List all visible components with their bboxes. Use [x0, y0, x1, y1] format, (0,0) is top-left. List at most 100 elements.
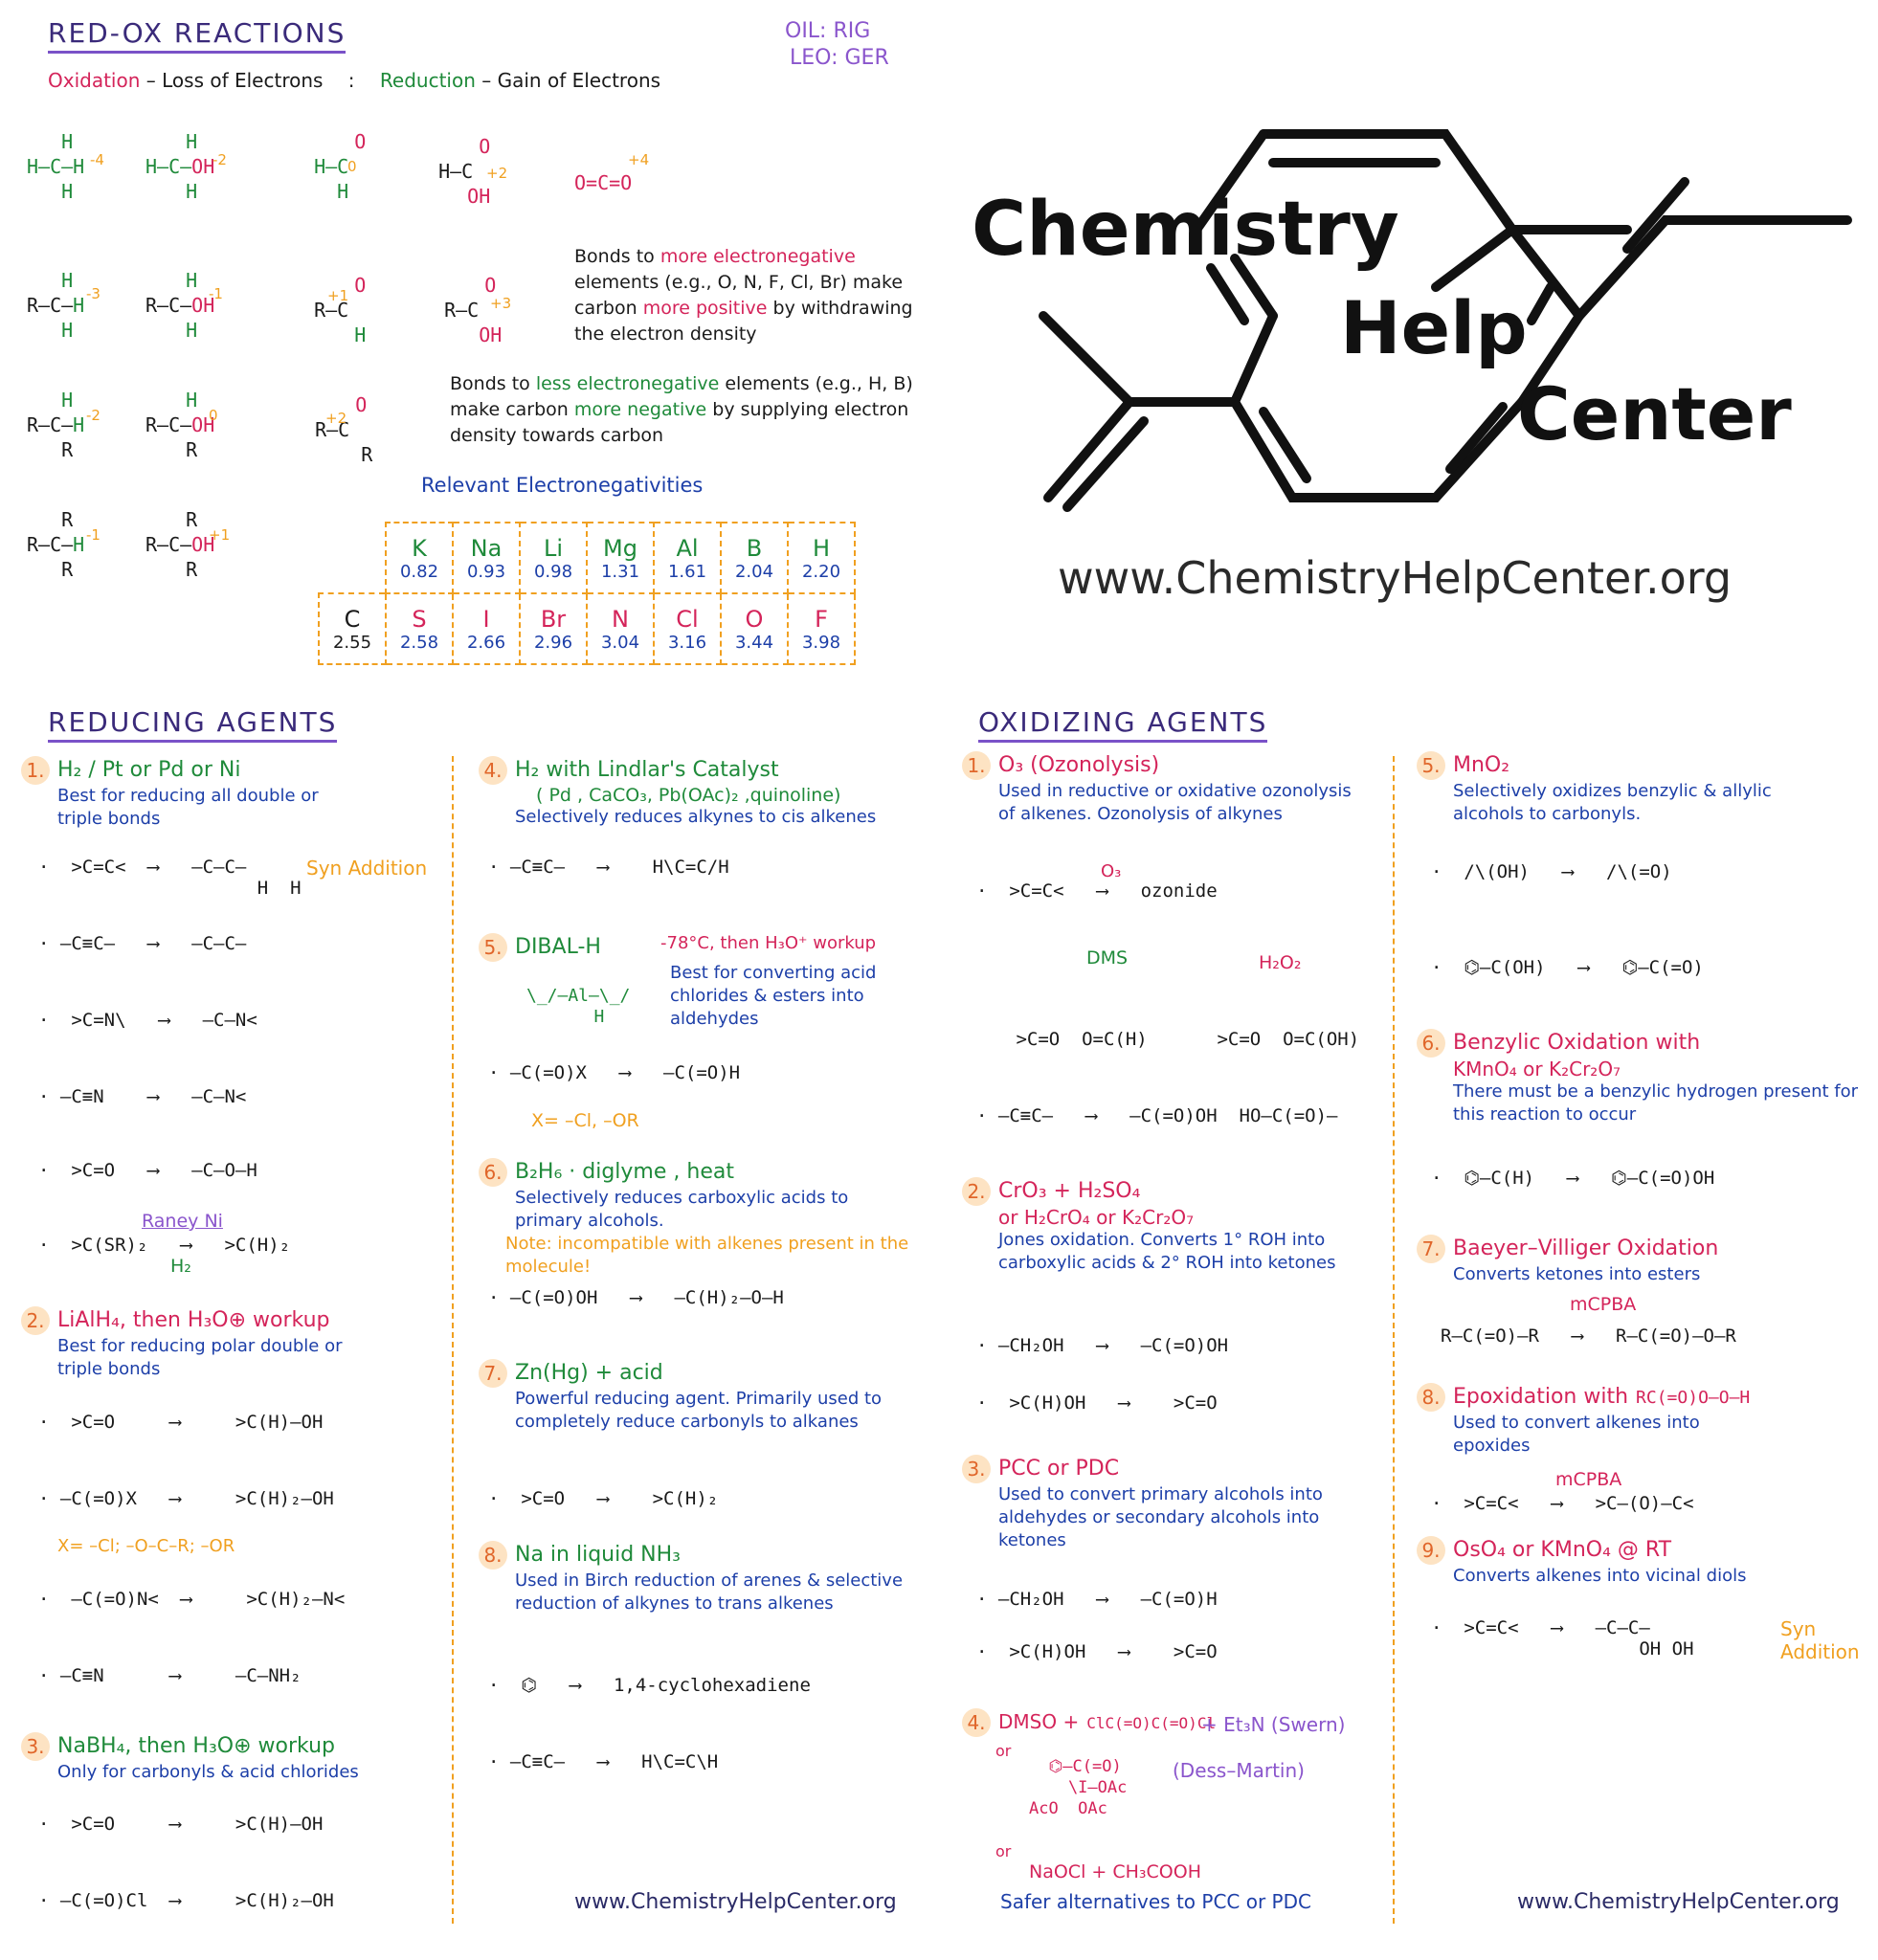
rx-birch-alkyne: · –C≡C– ⟶ H\C=C\H [488, 1751, 719, 1772]
ox-label-r1c4: +2 [486, 165, 508, 182]
oxidizing-item-3: 3.PCC or PDC Used to convert primary alc… [962, 1455, 1383, 1552]
rx-jones-secondary: · >C(H)OH ⟶ >C=O [976, 1392, 1218, 1414]
en-symbol: S [412, 605, 427, 633]
en-value: 3.04 [600, 632, 640, 653]
page-title: RED-OX REACTIONS [48, 17, 347, 54]
rx-imine-to-amine: · >C=N\ ⟶ –C–N< [38, 1010, 257, 1031]
baeyer-mcpba-label: mCPBA [1570, 1294, 1637, 1315]
oil-mnemonic: OIL: RIG [785, 19, 871, 43]
rx-pcc-primary: · –CH₂OH ⟶ –C(=O)H [976, 1589, 1218, 1610]
oxidizing-item-desc: Converts alkenes into vicinal diols [1453, 1566, 1747, 1586]
oxidizing-item-4: 4.DMSO +ClC(=O)C(=O)Cl [962, 1708, 1383, 1737]
ox-label-r1c2: -2 [212, 151, 227, 168]
rx-mno2-benzylic: · ⌬–C(OH) ⟶ ⌬–C(=O) [1431, 957, 1704, 978]
h2o2-label: H₂O₂ [1259, 952, 1302, 973]
ox-label-r2c3: +1 [327, 287, 349, 304]
dibal-description: Best for converting acid chlorides & est… [670, 963, 877, 1029]
note-highlight: more negative [573, 399, 707, 420]
note-text: make carbon [574, 272, 904, 319]
note-highlight: more positive [642, 298, 768, 319]
or-label-1: or [995, 1742, 1012, 1760]
note-text: withdrawing the electron density [574, 298, 913, 345]
reducing-item-desc: Powerful reducing agent. Primarily used … [515, 1389, 883, 1432]
footer-site-left[interactable]: www.ChemistryHelpCenter.org [574, 1890, 897, 1914]
logo-url[interactable]: www.ChemistryHelpCenter.org [1058, 552, 1733, 604]
rx-nabh4-ketone: · >C=O ⟶ >C(H)–OH [38, 1814, 324, 1835]
swern-label: + Et₃N (Swern) [1201, 1713, 1346, 1736]
oxidizing-item-1: 1.O₃ (Ozonolysis) Used in reductive or o… [962, 751, 1383, 826]
rx-ozonide: · >C=C< ⟶ ozonide [976, 880, 1218, 902]
r-cho-structure: O R–C H [314, 274, 367, 346]
rx-mno2-allylic: · /\(OH) ⟶ /\(=O) [1431, 861, 1672, 882]
rx-epoxidation: · >C=C< ⟶ >C–(O)–C< [1431, 1493, 1694, 1514]
en-symbol: Li [543, 534, 564, 562]
item-number-badge: 3. [962, 1455, 991, 1483]
dms-label: DMS [1086, 947, 1129, 969]
item-number-badge: 8. [1417, 1383, 1445, 1412]
item-number-badge: 4. [479, 756, 507, 785]
ox-label-r3c3: +2 [325, 410, 347, 427]
r-ch2oh-structure: H R–C–OH H [145, 269, 215, 342]
rx-alkyne-to-alkane: · –C≡C– ⟶ –C–C– [38, 933, 247, 954]
ox-label-r1c1: -4 [90, 151, 104, 168]
en-symbol: N [612, 605, 629, 633]
note-highlight: more electronegative [660, 246, 856, 267]
item-number-badge: 2. [21, 1306, 50, 1335]
epoxidation-mcpba-label: mCPBA [1555, 1469, 1622, 1490]
reducing-item-heading: H₂ / Pt or Pd or Ni [57, 758, 241, 782]
item-number-badge: 5. [479, 933, 507, 962]
methanol-structure: H H–C–OH H [145, 130, 215, 203]
logo-chemistry-text: Chemistry [972, 187, 1399, 273]
leo-mnemonic: LEO: GER [790, 46, 889, 70]
en-value: 0.98 [533, 561, 573, 582]
rx-jones-primary: · –CH₂OH ⟶ –C(=O)OH [976, 1335, 1229, 1356]
syn-addition-label: Syn Addition [306, 857, 428, 880]
rx-clemmensen: · >C=O ⟶ >C(H)₂ [488, 1488, 719, 1509]
o3-label: O₃ [1101, 861, 1122, 881]
oxalyl-chloride-structure: ClC(=O)C(=O)Cl [1086, 1714, 1217, 1732]
rx-carbonyl-to-alcohol: · >C=O ⟶ –C–O–H [38, 1160, 257, 1181]
item-number-badge: 7. [479, 1359, 507, 1388]
en-value: 2.66 [466, 632, 506, 653]
rx-oxidative-products: >C=O O=C(OH) [1206, 1029, 1360, 1050]
dibal-conditions: -78°C, then H₃O⁺ workup [660, 933, 877, 953]
rx-reductive-products: >C=O O=C(H) [1005, 1029, 1148, 1050]
en-symbol: I [482, 605, 490, 633]
oxidation-word: Oxidation [48, 69, 141, 92]
item-number-badge: 7. [1417, 1235, 1445, 1263]
en-symbol: H [812, 534, 831, 562]
oxidizing-item-desc: Used in reductive or oxidative ozonolysi… [998, 781, 1352, 824]
oxidizing-item-desc: Selectively oxidizes benzylic & allylic … [1453, 781, 1772, 824]
en-value: 2.20 [801, 561, 841, 582]
redox-definition: Oxidation – Loss of Electrons : Reductio… [48, 69, 660, 92]
oxidation-definition: – Loss of Electrons [145, 69, 324, 92]
reducing-item-heading: NaBH₄, then H₃O⊕ workup [57, 1734, 335, 1758]
en-symbol: C [344, 605, 361, 633]
oxidizing-item-heading: Baeyer–Villiger Oxidation [1453, 1236, 1719, 1260]
en-value: 0.93 [466, 561, 506, 582]
chemistry-help-center-logo: Chemistry Help Center [957, 115, 1876, 517]
syn-addition-label-ox: Syn Addition [1780, 1617, 1860, 1663]
dess-martin-structure: ⌬–C(=O) \I–OAc AcO OAc [1029, 1757, 1128, 1818]
reducing-item-6: 6.B₂H₆ · diglyme , heat Selectively redu… [479, 1158, 919, 1279]
oxidizing-item-desc: Jones oxidation. Converts 1° ROH into ca… [998, 1230, 1336, 1273]
en-value: 2.04 [734, 561, 774, 582]
r-cooh-structure: O R–C OH [444, 274, 503, 346]
reducing-item-desc: Selectively reduces alkynes to cis alken… [515, 807, 877, 827]
footer-site-right[interactable]: www.ChemistryHelpCenter.org [1517, 1890, 1840, 1914]
relevant-electronegativities-label: Relevant Electronegativities [421, 474, 704, 497]
